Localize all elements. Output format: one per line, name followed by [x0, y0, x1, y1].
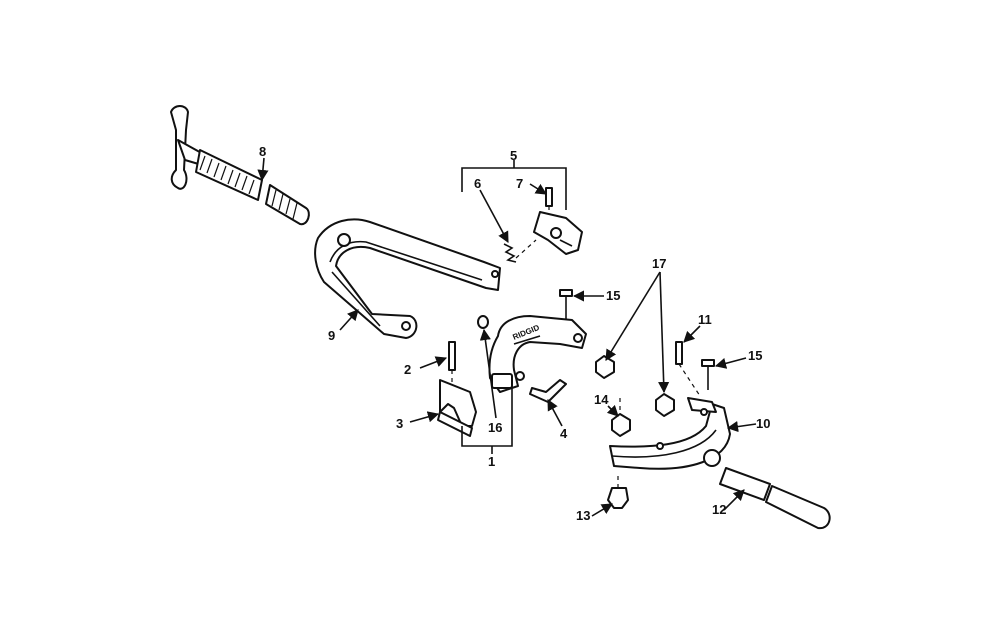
callout-15-right: 15: [748, 348, 762, 363]
callout-4: 4: [560, 426, 568, 441]
callout-labels: 8 5 6 7 9 15 17 11 15 2 3 16 1 4 14 10 1…: [259, 144, 770, 523]
cutter-wheel-assembly: [503, 187, 583, 263]
callout-11: 11: [698, 312, 712, 327]
adjusting-screw: [607, 472, 629, 509]
callout-17: 17: [652, 256, 666, 271]
callout-5: 5: [510, 148, 517, 163]
callout-3: 3: [396, 416, 403, 431]
callout-14: 14: [594, 392, 609, 407]
callout-16: 16: [488, 420, 502, 435]
callout-10: 10: [756, 416, 770, 431]
roller-carriage: RIDGID: [477, 289, 615, 403]
callout-12: 12: [712, 502, 726, 517]
leader-lines: [257, 157, 757, 517]
handle: [719, 467, 831, 530]
cutter-head-yoke: [609, 341, 731, 470]
feed-screw-t-handle: [170, 105, 310, 226]
callout-1: 1: [488, 454, 495, 469]
callout-13: 13: [576, 508, 590, 523]
callout-2: 2: [404, 362, 411, 377]
callout-6: 6: [474, 176, 481, 191]
clamp-block: [437, 341, 477, 437]
callout-7: 7: [516, 176, 523, 191]
callout-8: 8: [259, 144, 266, 159]
callout-9: 9: [328, 328, 335, 343]
callout-15-left: 15: [606, 288, 620, 303]
frame: [314, 218, 501, 339]
